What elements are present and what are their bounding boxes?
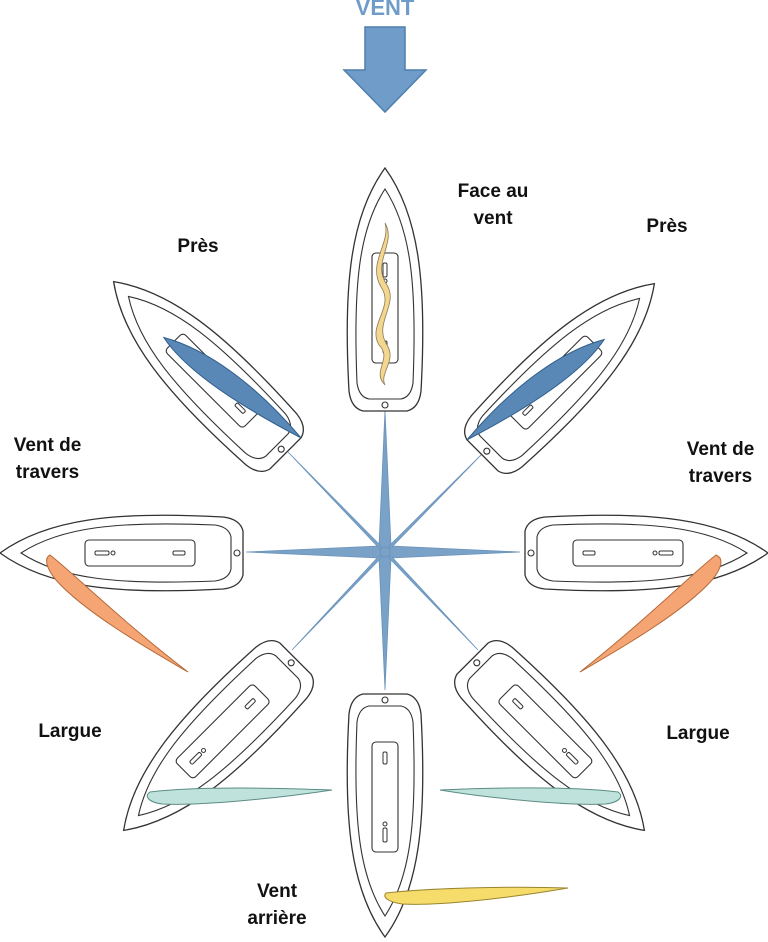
label-face-au-vent-line1: Face au xyxy=(457,181,529,202)
label-pres-right: Près xyxy=(646,216,688,237)
boat-largue-right xyxy=(445,631,672,858)
label-largue-left: Largue xyxy=(38,721,102,742)
label-arriere: Vent arrière xyxy=(232,878,322,932)
label-travers-right: Vent de travers xyxy=(673,436,768,490)
sail-broad-reach-left xyxy=(146,787,333,805)
wind-arrow-icon xyxy=(342,26,428,114)
label-travers-right-line1: Vent de xyxy=(686,439,755,460)
boat-travers-right xyxy=(524,514,768,592)
sail-beam-reach-right xyxy=(579,554,722,673)
label-travers-right-line2: travers xyxy=(688,466,753,487)
label-travers-left-line2: travers xyxy=(15,462,80,483)
label-arriere-line1: Vent xyxy=(256,881,298,902)
sail-broad-reach-right xyxy=(439,787,622,805)
wind-label: VENT xyxy=(355,0,415,20)
label-travers-left-line1: Vent de xyxy=(13,435,82,456)
sail-beam-reach-left xyxy=(46,554,189,673)
sail-running xyxy=(384,886,569,905)
sail-luffing xyxy=(375,222,391,386)
sail-close-hauled-left xyxy=(162,336,302,439)
label-face-au-vent: Face au vent xyxy=(438,178,548,232)
compass-rose xyxy=(245,409,521,691)
label-pres-left: Près xyxy=(177,236,219,257)
boat-pres-right xyxy=(455,256,682,483)
label-arriere-line2: arrière xyxy=(247,908,307,929)
label-face-au-vent-line2: vent xyxy=(473,208,513,229)
label-travers-left: Vent de travers xyxy=(0,432,95,486)
sail-close-hauled-right xyxy=(466,338,606,441)
label-largue-right: Largue xyxy=(666,723,730,744)
boat-face-au-vent xyxy=(346,167,424,412)
boat-travers-left xyxy=(0,514,244,592)
boat-pres-left xyxy=(86,254,313,481)
boat-largue-left xyxy=(96,631,323,858)
